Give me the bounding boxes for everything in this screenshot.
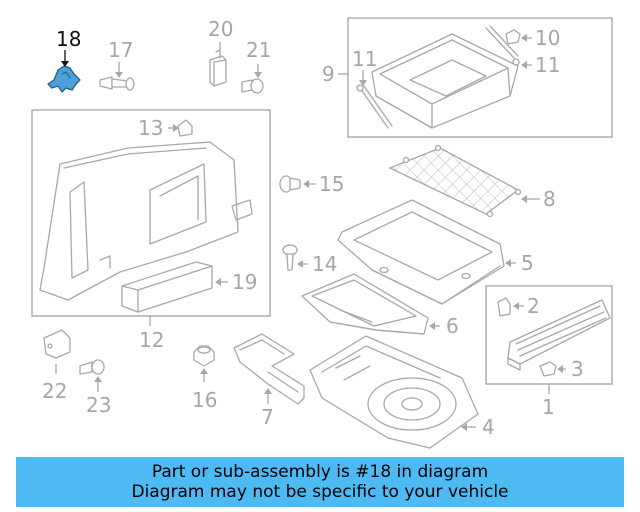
- callout-20: 20: [208, 17, 233, 41]
- part-16-grommet: [193, 345, 215, 367]
- part-21-screw: [241, 78, 264, 94]
- callout-17: 17: [108, 38, 133, 62]
- callout-4: 4: [482, 415, 495, 439]
- callout-21: 21: [246, 38, 271, 62]
- part-1-sill-plate: [507, 299, 611, 371]
- part-2-clip: [497, 297, 511, 317]
- part-15-push-pin: [279, 175, 301, 193]
- callout-19: 19: [232, 270, 257, 294]
- callout-8: 8: [543, 187, 556, 211]
- part-14-screw: [282, 244, 298, 271]
- part-7-bracket: [233, 333, 305, 405]
- part-6-storage-tray: [301, 273, 429, 335]
- part-5-floor-board: [337, 199, 505, 305]
- part-22-cover: [43, 329, 71, 359]
- callout-10: 10: [535, 26, 560, 50]
- part-9-cargo-cover: [371, 33, 519, 129]
- part-20-clip: [209, 49, 227, 87]
- group-box-12: [31, 109, 271, 317]
- part-11-rod-right: [485, 25, 520, 66]
- callout-2: 2: [527, 294, 540, 318]
- part-18-clip[interactable]: [47, 65, 81, 93]
- callout-23: 23: [86, 393, 111, 417]
- callout-13: 13: [138, 116, 163, 140]
- callout-18: 18: [56, 27, 81, 51]
- part-23-screw: [79, 359, 105, 375]
- part-8-cargo-net: [388, 144, 522, 218]
- callout-9: 9: [322, 62, 335, 86]
- part-19-pocket: [121, 261, 213, 313]
- callout-3: 3: [571, 357, 584, 381]
- part-11-rod-left: [356, 84, 393, 129]
- callout-15: 15: [319, 172, 344, 196]
- callout-7: 7: [261, 405, 274, 429]
- callout-1: 1: [542, 395, 555, 419]
- group-box-9: [347, 17, 613, 138]
- part-10-clip: [505, 29, 521, 45]
- part-4-spare-tire-tub: [309, 335, 479, 449]
- banner-line-1: Part or sub-assembly is #18 in diagram: [151, 462, 489, 482]
- callout-12: 12: [139, 328, 164, 352]
- part-12-side-trim: [39, 141, 253, 301]
- callout-11-right: 11: [535, 53, 560, 77]
- callout-6: 6: [446, 314, 459, 338]
- part-17-bolt: [99, 76, 135, 91]
- callout-14: 14: [312, 252, 337, 276]
- callout-5: 5: [521, 251, 534, 275]
- banner-line-2: Diagram may not be specific to your vehi…: [131, 482, 509, 502]
- callout-22: 22: [42, 379, 67, 403]
- callout-16: 16: [192, 388, 217, 412]
- part-3-clip: [539, 361, 557, 377]
- callout-11-left: 11: [352, 47, 377, 71]
- info-banner: Part or sub-assembly is #18 in diagram D…: [16, 457, 624, 507]
- part-13-clip: [177, 119, 193, 137]
